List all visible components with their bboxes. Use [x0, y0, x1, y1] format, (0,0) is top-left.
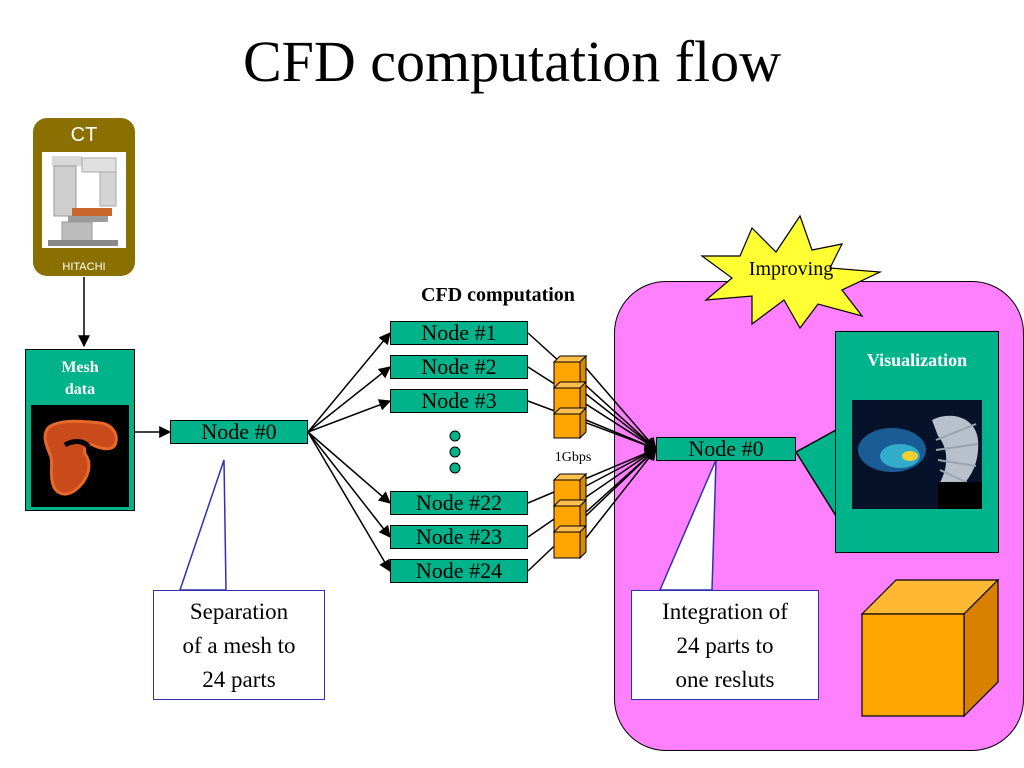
switch-stack-top	[552, 354, 588, 440]
fan-in-arrows	[527, 332, 658, 572]
ellipsis-dots	[449, 430, 461, 474]
separation-line-3: 24 parts	[202, 667, 276, 692]
cfd-computation-label: CFD computation	[421, 284, 575, 306]
improving-starburst	[700, 214, 883, 330]
node-24: Node #24	[390, 559, 528, 583]
separation-line-2: of a mesh to	[182, 633, 296, 658]
switch-stack-bottom	[552, 472, 588, 560]
page-title: CFD computation flow	[242, 29, 782, 94]
link-speed-label: 1Gbps	[554, 450, 592, 465]
fan-out-arrows	[307, 332, 392, 573]
node0-left: Node #0	[170, 420, 308, 444]
separation-line-1: Separation	[189, 599, 289, 624]
ct-brand-label: HITACHI	[62, 261, 106, 273]
node-3: Node #3	[390, 389, 528, 413]
integration-line-1: Integration of	[662, 599, 788, 624]
node-23: Node #23	[390, 525, 528, 549]
left-callout-tail	[178, 459, 227, 591]
mesh-image	[31, 405, 129, 507]
visualization-label: Visualization	[866, 350, 968, 370]
visualization-image	[852, 400, 982, 509]
node-2: Node #2	[390, 355, 528, 379]
integration-line-3: one resluts	[675, 667, 775, 692]
improving-label: Improving	[748, 258, 834, 280]
mesh-label-line1: Mesh	[61, 359, 99, 376]
ct-scanner-image	[42, 152, 126, 248]
integration-line-2: 24 parts to	[676, 633, 774, 658]
big-cube	[860, 578, 1000, 718]
right-callout-tail	[658, 459, 717, 591]
integration-callout: Integration of 24 parts to one resluts	[631, 590, 819, 700]
node-1: Node #1	[390, 321, 528, 345]
node0-right: Node #0	[656, 437, 796, 461]
separation-callout: Separation of a mesh to 24 parts	[153, 590, 325, 700]
vis-callout-pointer	[794, 428, 837, 519]
mesh-data-label: Mesh data	[25, 357, 135, 401]
node-22: Node #22	[390, 491, 528, 515]
mesh-label-line2: data	[64, 381, 96, 398]
ct-label: CT	[70, 124, 98, 146]
